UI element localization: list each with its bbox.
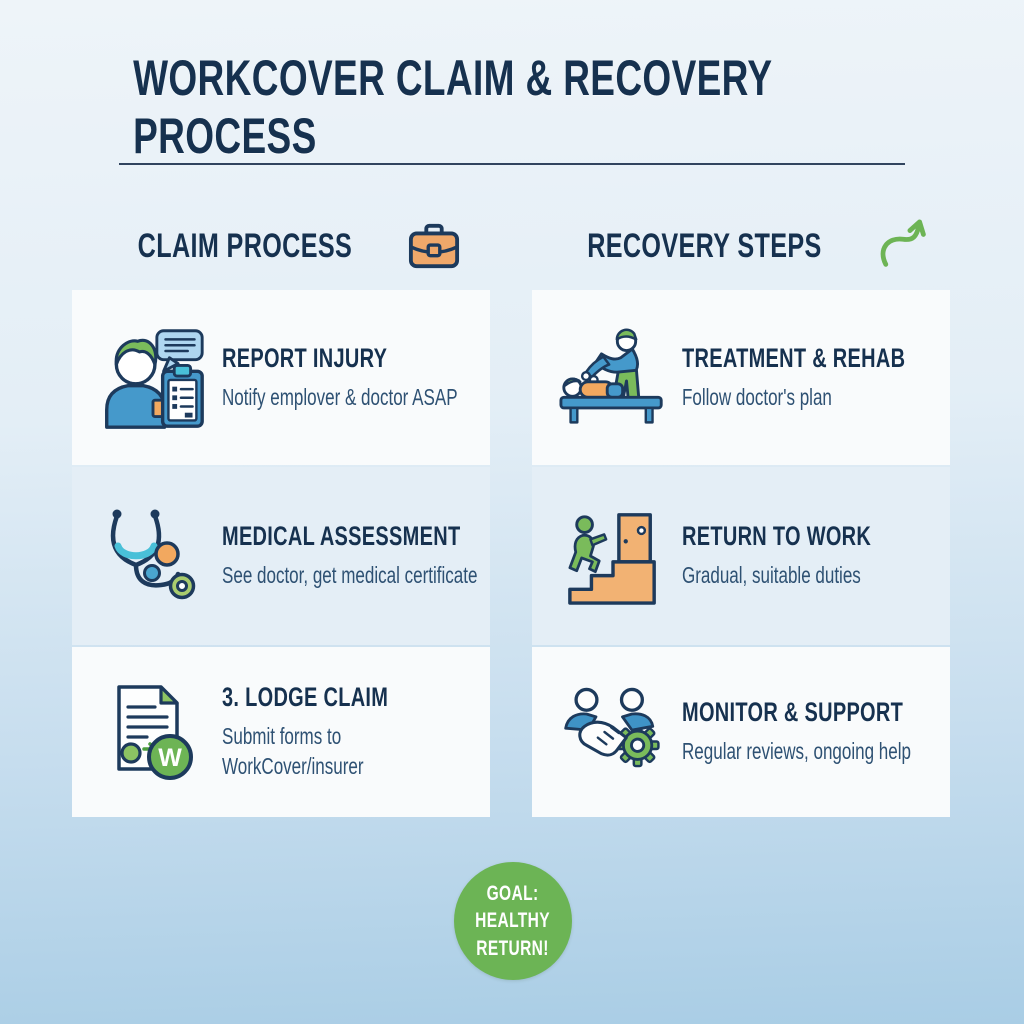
card-text: 3. LODGE CLAIM Submit forms to WorkCover… <box>222 682 447 782</box>
briefcase-icon <box>406 220 462 272</box>
card-medical-assessment: MEDICAL ASSESSMENT See doctor, get medic… <box>72 467 490 645</box>
card-subtitle: Gradual, suitable duties <box>682 562 861 589</box>
card-text: MONITOR & SUPPORT Regular reviews, ongoi… <box>682 697 991 767</box>
card-treatment-rehab: TREATMENT & REHAB Follow doctor's plan <box>532 290 950 465</box>
card-title: RETURN TO WORK <box>682 521 872 552</box>
card-title: 3. LODGE CLAIM <box>222 682 389 713</box>
card-lodge-claim: W 3. LODGE CLAIM Submit forms to WorkCov… <box>72 647 490 817</box>
monitor-support-icon <box>552 684 674 780</box>
lodge-claim-icon: W <box>92 681 214 783</box>
goal-badge: GOAL: HEALTHY RETURN! <box>454 862 572 980</box>
card-subtitle: Follow doctor's plan <box>682 383 832 410</box>
card-subtitle: Regular reviews, ongoing help <box>682 738 911 765</box>
report-injury-icon <box>92 324 214 432</box>
card-subtitle: Notify emplover & doctor ASAP <box>222 383 458 410</box>
card-title: TREATMENT & REHAB <box>682 342 906 373</box>
card-title: REPORT INJURY <box>222 342 388 373</box>
recovery-arrow-icon <box>878 218 936 274</box>
page-title: WORKCOVER CLAIM & RECOVERY PROCESS <box>0 50 1024 164</box>
card-subtitle: Submit forms to WorkCover/insurer <box>222 723 364 780</box>
card-subtitle: See doctor, get medical certificate <box>222 562 478 589</box>
medical-assessment-icon <box>92 504 214 608</box>
card-text: TREATMENT & REHAB Follow doctor's plan <box>682 343 984 413</box>
card-monitor-support: MONITOR & SUPPORT Regular reviews, ongoi… <box>532 647 950 817</box>
workcover-w-letter: W <box>158 744 182 772</box>
card-text: REPORT INJURY Notify emplover & doctor A… <box>222 343 540 413</box>
card-title: MEDICAL ASSESSMENT <box>222 521 461 552</box>
card-text: RETURN TO WORK Gradual, suitable duties <box>682 521 938 591</box>
title-divider <box>119 163 905 165</box>
treatment-rehab-icon <box>552 327 674 429</box>
card-title: MONITOR & SUPPORT <box>682 697 904 728</box>
claim-process-label: CLAIM PROCESS <box>137 226 353 265</box>
claim-process-header: CLAIM PROCESS <box>72 216 490 276</box>
page-title-text: WORKCOVER CLAIM & RECOVERY PROCESS <box>133 50 772 164</box>
recovery-steps-header: RECOVERY STEPS <box>532 216 950 276</box>
goal-badge-text: GOAL: HEALTHY RETURN! <box>475 882 551 960</box>
recovery-steps-label: RECOVERY STEPS <box>586 226 822 265</box>
return-to-work-icon <box>552 505 674 607</box>
card-text: MEDICAL ASSESSMENT See doctor, get medic… <box>222 521 567 591</box>
card-report-injury: REPORT INJURY Notify emplover & doctor A… <box>72 290 490 465</box>
card-return-to-work: RETURN TO WORK Gradual, suitable duties <box>532 467 950 645</box>
